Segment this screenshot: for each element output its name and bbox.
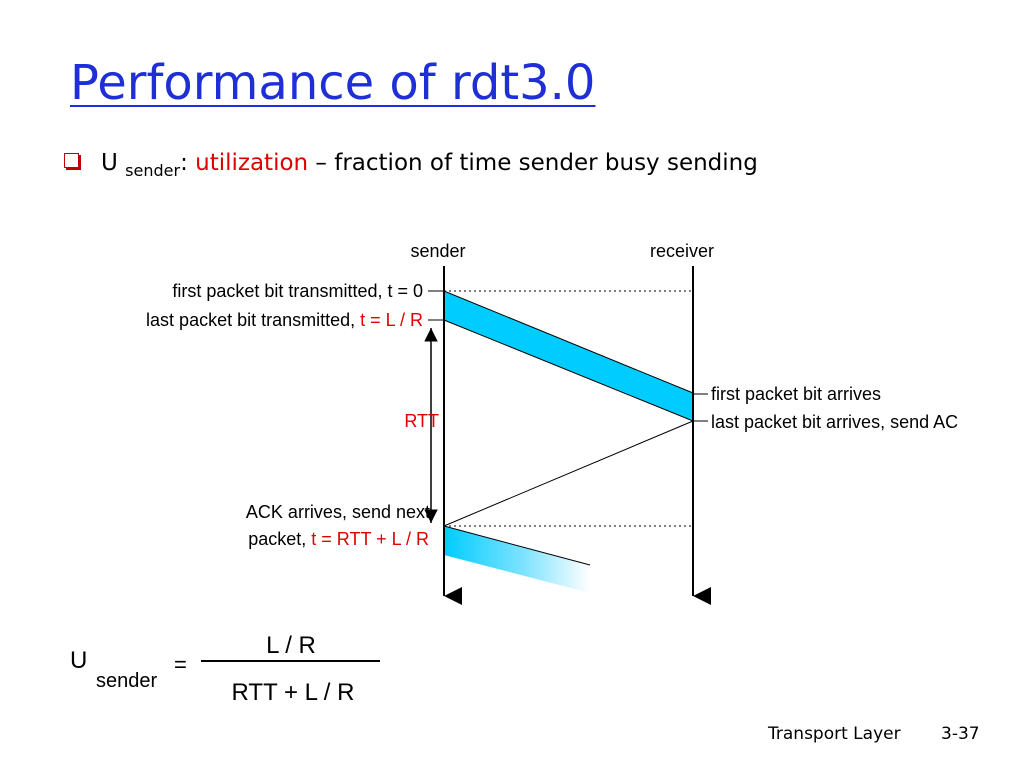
rtt-label: RTT	[404, 411, 439, 431]
next-packet-top-edge	[443, 525, 591, 566]
bullet-sender-subscript: sender	[125, 161, 181, 180]
utilization-formula: U sender = L / R RTT + L / R	[70, 632, 380, 706]
formula-denominator: RTT + L / R	[232, 679, 355, 706]
footer-page-number: 3-37	[941, 724, 980, 744]
bullet-colon: :	[180, 150, 188, 176]
last-tx-time: t = L / R	[360, 310, 423, 330]
utilization-bullet: U sender: utilization – fraction of time…	[64, 150, 758, 180]
slide-title: Performance of rdt3.0	[70, 55, 596, 111]
first-arrive-label: first packet bit arrives	[711, 384, 881, 404]
bullet-u: U	[101, 150, 118, 176]
receiver-label: receiver	[650, 241, 714, 261]
last-tx-prefix: last packet bit transmitted,	[146, 310, 360, 330]
formula-numerator: L / R	[266, 632, 316, 659]
next-packet-band	[444, 526, 590, 593]
formula-u: U	[70, 647, 87, 674]
bullet-utilization-term: utilization	[195, 150, 309, 176]
ack-line2-time: t = RTT + L / R	[311, 529, 429, 549]
first-tx-label: first packet bit transmitted, t = 0	[172, 281, 423, 301]
bullet-definition: – fraction of time sender busy sending	[308, 150, 758, 176]
ack-line	[443, 420, 694, 527]
last-arrive-label: last packet bit arrives, send AC	[711, 412, 958, 432]
last-tx-label: last packet bit transmitted, t = L / R	[146, 310, 423, 330]
ack-arrives-label-line1: ACK arrives, send next	[246, 502, 430, 522]
bullet-box-icon	[64, 153, 79, 168]
formula-sender-subscript: sender	[96, 670, 157, 692]
ack-arrives-label-line2: packet, t = RTT + L / R	[248, 529, 429, 549]
formula-equals: =	[174, 652, 187, 677]
ack-line2-prefix: packet,	[248, 529, 311, 549]
sender-label: sender	[410, 241, 465, 261]
footer-topic: Transport Layer	[768, 724, 901, 744]
packet-transmission-band	[443, 290, 694, 422]
